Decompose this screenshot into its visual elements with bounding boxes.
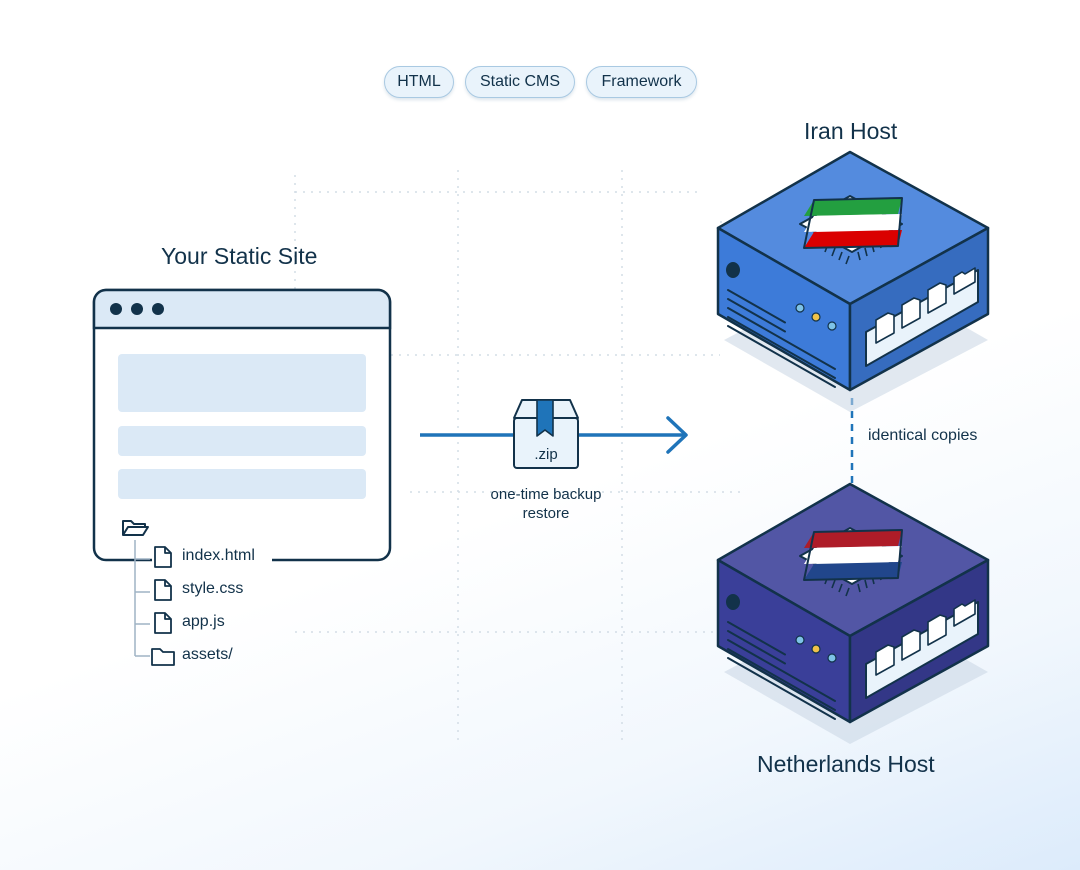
flag-icon xyxy=(803,197,903,249)
folder-icon xyxy=(953,267,976,295)
file-name: assets/ xyxy=(182,646,233,663)
folder-icon xyxy=(151,648,175,666)
file-icon xyxy=(154,546,172,568)
file-name: index.html xyxy=(182,547,255,564)
document-icon xyxy=(875,312,895,344)
technology-tags: HTML Static CMS Framework xyxy=(0,66,1080,98)
power-port-icon xyxy=(726,262,740,278)
netherlands-host-title: Netherlands Host xyxy=(757,751,935,777)
tag-html: HTML xyxy=(384,66,454,98)
file-icon xyxy=(154,579,172,601)
document-icon xyxy=(927,282,947,314)
status-led-icon xyxy=(795,303,805,313)
link-label: identical copies xyxy=(868,427,978,444)
flag-icon xyxy=(803,529,903,581)
zip-label: .zip xyxy=(534,446,558,463)
file-name: style.css xyxy=(182,580,244,597)
zip-package-icon xyxy=(513,399,579,469)
document-icon xyxy=(875,644,895,676)
status-led-icon xyxy=(795,635,805,645)
status-led-icon xyxy=(827,653,837,663)
file-icon xyxy=(154,612,172,634)
tag-static-cms: Static CMS xyxy=(465,66,575,98)
folder-icon xyxy=(953,599,976,627)
document-icon xyxy=(901,629,921,661)
document-icon xyxy=(901,297,921,329)
status-led-icon xyxy=(811,312,821,322)
file-name: app.js xyxy=(182,613,225,630)
transfer-caption-line1: one-time backup xyxy=(490,486,602,503)
status-led-icon xyxy=(811,644,821,654)
file-item-index: index.html xyxy=(152,545,272,571)
iran-host-title: Iran Host xyxy=(804,118,898,144)
status-led-icon xyxy=(827,321,837,331)
static-site-title: Your Static Site xyxy=(161,243,318,269)
window-dot-icon xyxy=(110,303,122,315)
iran-server xyxy=(716,150,990,412)
window-dot-icon xyxy=(152,303,164,315)
document-icon xyxy=(927,614,947,646)
transfer-caption-line2: restore xyxy=(522,505,570,522)
open-folder-icon xyxy=(122,520,149,536)
netherlands-server xyxy=(716,482,990,744)
tag-framework: Framework xyxy=(586,66,697,98)
power-port-icon xyxy=(726,594,740,610)
window-dot-icon xyxy=(131,303,143,315)
